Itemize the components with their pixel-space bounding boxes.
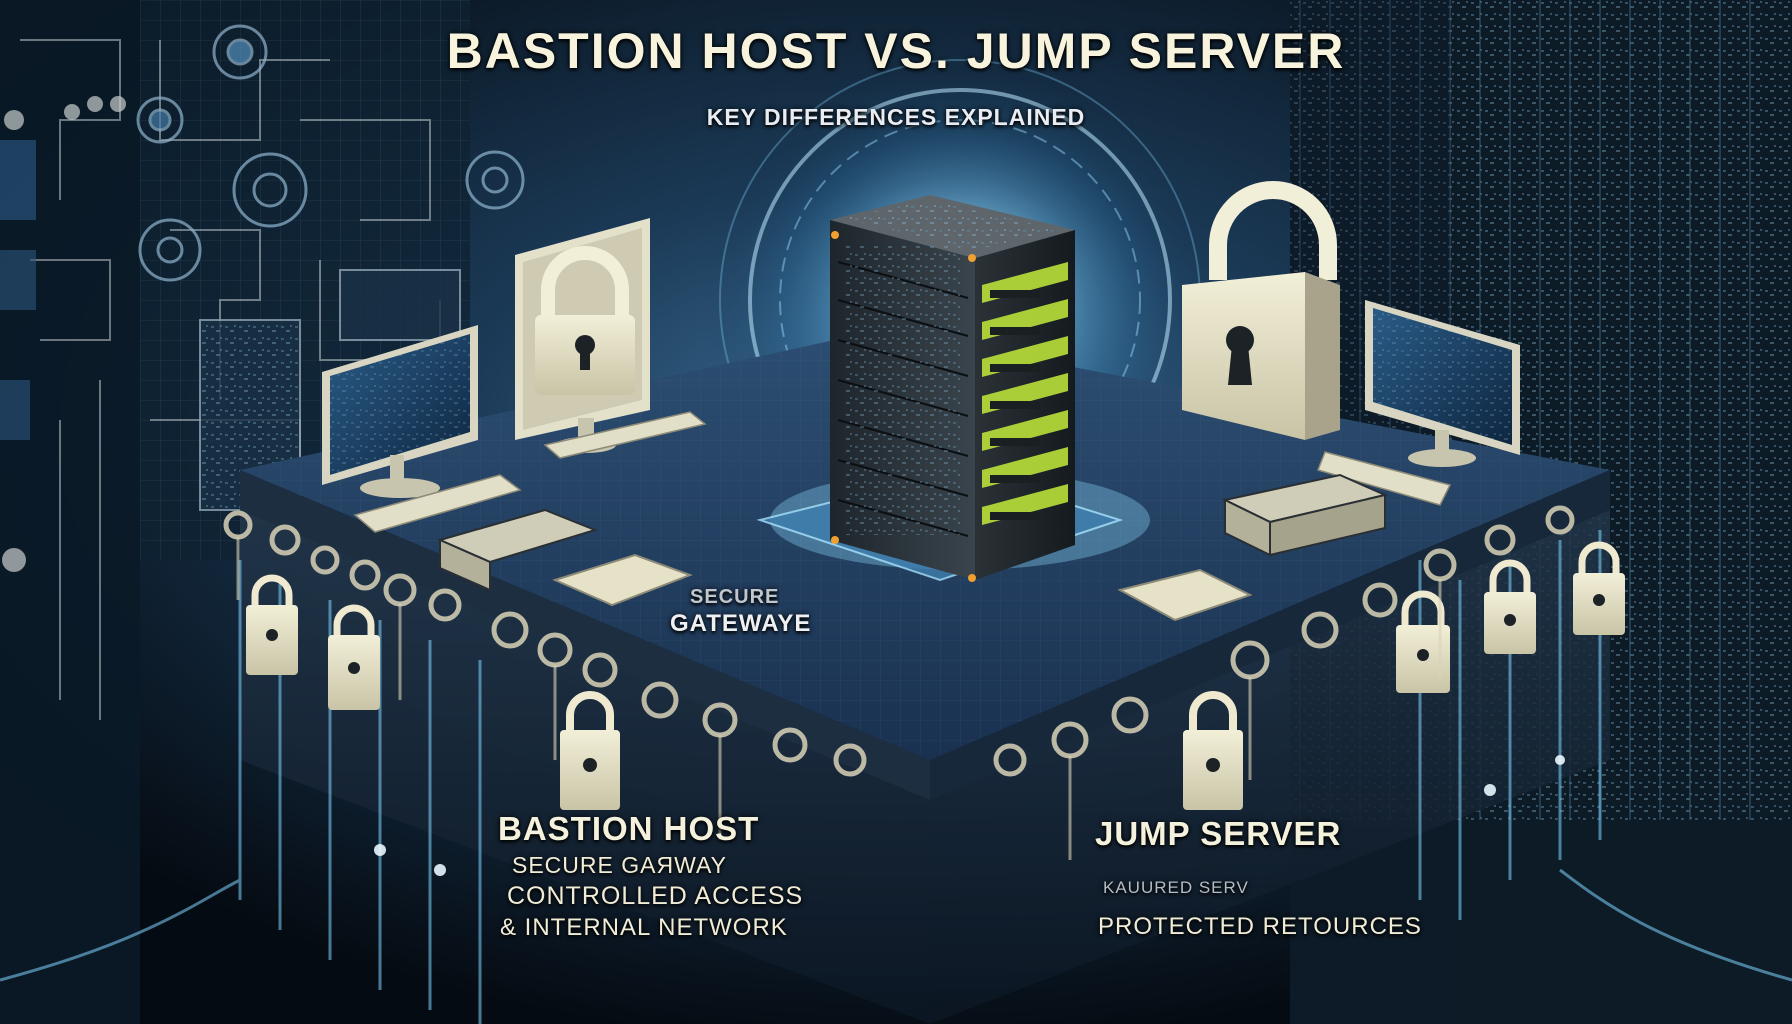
padlock-icon [328,604,380,710]
center-label-top: SECURE [690,586,780,608]
page-subtitle: KEY DIFFERENCES EXPLAINED [706,104,1086,130]
keyboard-icon-right [1317,451,1452,506]
keyhole-icon [1226,326,1254,385]
bastion-host-line: CONTROLLED ACCESS [507,882,804,910]
padlock-icon [1484,559,1536,654]
padlock-row-left [246,574,620,810]
padlock-icon-left-monitor [535,246,635,395]
keyhole-icon [575,335,595,370]
padlock-icon [246,574,298,675]
jump-server-line: KAUURED SERV [1103,878,1249,897]
document-card [552,553,1253,622]
bastion-host-line: SECURE GAЯWAY [512,852,727,878]
gear-icon [136,24,525,282]
jump-server-title: JUMP SERVER [1095,815,1342,852]
page-title: BASTION HOST VS. JUMP SERVER [446,23,1346,79]
keyboard-icon-left [353,411,707,533]
bastion-host-title: BASTION HOST [498,810,760,847]
network-device-right [1221,473,1389,557]
padlock-icon [1183,691,1243,810]
padlock-row-right [1183,541,1625,810]
network-device-left [437,508,599,592]
server-rack-icon [830,195,1075,582]
monitor-icon-right [1365,300,1520,467]
padlock-icon [560,691,620,810]
monitor-icon-left-1 [322,325,478,498]
padlock-icon [1573,541,1625,635]
jump-server-line: PROTECTED RETOURCES [1098,913,1422,940]
center-label-bottom: GATEWAYE [670,610,812,637]
padlock-icon-large [1182,181,1340,440]
bastion-host-line: & INTERNAL NETWORK [500,914,788,941]
